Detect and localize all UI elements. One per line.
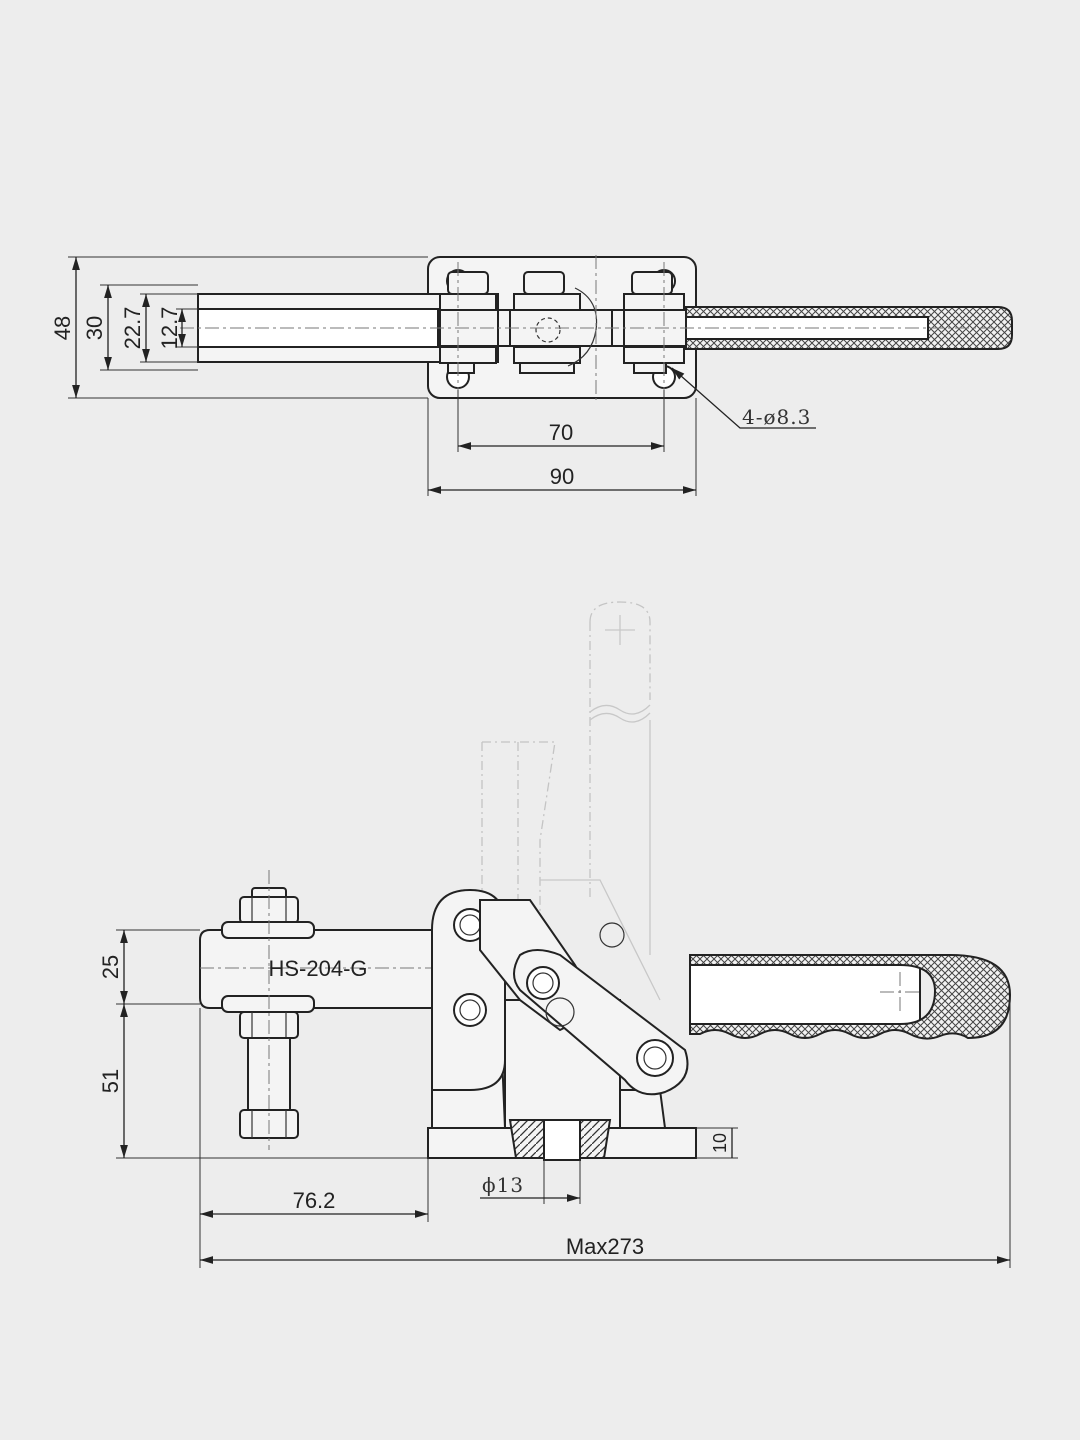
- dim-pivot-height: 51: [98, 1069, 123, 1093]
- clamp-arm: [199, 929, 439, 1009]
- dim-overall-height: 48: [50, 316, 75, 340]
- dim-pin-diameter: ϕ13: [482, 1173, 524, 1197]
- dim-reach: 76.2: [293, 1188, 336, 1213]
- pivot-pin-lower: [453, 993, 487, 1027]
- hole-callout: 4-ø8.3: [742, 405, 811, 429]
- side-view: HS-204-G 25 51 10 ϕ13 76.2 Max273: [98, 601, 1012, 1268]
- lever-pin-lower: [636, 1039, 674, 1077]
- base-pin-hole: [543, 1119, 581, 1161]
- model-label: HS-204-G: [268, 956, 367, 981]
- dim-hole-spacing: 70: [549, 420, 573, 445]
- phantom-handle: [481, 601, 661, 1060]
- handle-shaft-side: [689, 957, 921, 1025]
- lever-pin: [526, 966, 560, 1000]
- top-view: 48 30 22.7 12.7 70 90 4-ø8.3: [50, 255, 1013, 496]
- dim-bar-gap: 22.7: [120, 307, 145, 350]
- hex-bolt-center: [513, 271, 581, 374]
- dim-arm-height: 25: [98, 955, 123, 979]
- dim-base-width: 90: [550, 464, 574, 489]
- dim-base-thickness: 10: [710, 1133, 730, 1153]
- hole-callout-leader: [671, 367, 816, 429]
- handle-grip: [685, 306, 1013, 350]
- handle-grip-side: [689, 954, 1012, 1040]
- dim-slot: 12.7: [157, 307, 182, 350]
- clamp-spindle: [221, 870, 315, 1150]
- dim-max-length: Max273: [566, 1234, 644, 1259]
- dim-bar-outer: 30: [82, 316, 107, 340]
- hex-bolt-right: [623, 271, 685, 374]
